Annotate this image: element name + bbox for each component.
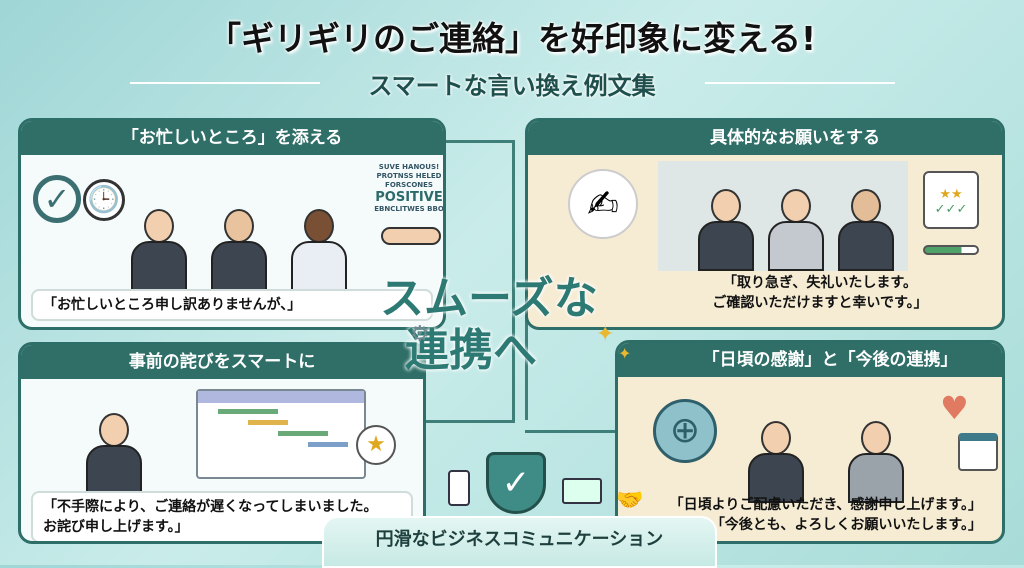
panel-heading: 事前の詫びをスマートに (21, 345, 423, 379)
calendar-icon (958, 433, 998, 471)
connector-line (512, 140, 515, 420)
gear-icon: ⚙ (410, 322, 430, 347)
panel-gratitude: 「日頃の感謝」と「今後の連携」 ⊕ ♥ 「日頃よりご配慮いただき、感謝申し上げま… (615, 340, 1005, 544)
smartphone-icon (448, 470, 470, 506)
example-quote: 「お忙しいところ申し訳ありませんが、」 (31, 289, 433, 321)
main-title: 「ギリギリのご連絡」を好印象に変える! (207, 19, 817, 58)
connector-line (425, 420, 515, 423)
shield-check-icon: ✓ (486, 452, 546, 514)
panel-busy-phrase: 「お忙しいところ」を添える ✓ 🕒 SUVE HANOUS! PROTNSS H… (18, 118, 446, 330)
thinking-woman-illustration (66, 385, 166, 495)
positive-word-cloud: SUVE HANOUS! PROTNSS HELED FORSCONES POS… (374, 163, 444, 213)
example-quote: 「不手際により、ご連絡が遅くなってしまいました。お詫び申し上げます。」 (31, 491, 413, 541)
check-icon: ✓ (33, 175, 81, 223)
panel-heading: 「お忙しいところ」を添える (21, 121, 443, 155)
bottom-banner: 円滑なビジネスコミュニケーション (322, 516, 717, 568)
center-text-line1: スムーズな (380, 273, 598, 324)
panel-heading: 具体的なお願いをする (528, 121, 1002, 155)
gantt-chart-illustration (196, 389, 366, 479)
subtitle: スマートな言い換え例文集 (368, 72, 656, 100)
example-quote: 「取り急ぎ、失礼いたします。ご確認いただけますと幸いです。」 (712, 275, 928, 311)
divider-left (130, 82, 320, 84)
connector-line (445, 140, 515, 143)
divider-right (705, 82, 895, 84)
laptop-icon (562, 478, 602, 504)
sparkle-icon: ✦ (596, 322, 615, 347)
meeting-illustration (658, 161, 908, 271)
globe-network-icon: ⊕ (653, 399, 717, 463)
panel-apology: 事前の詫びをスマートに ★ 「不手際により、ご連絡が遅くなってしまいました。お詫… (18, 342, 426, 544)
business-people-illustration (121, 161, 371, 291)
pen-hand-icon: ✍ (568, 169, 638, 239)
panel-specific-request: 具体的なお願いをする ✍ ★★✓✓✓ 「取り急ぎ、失礼いたします。ご確認いただけ… (525, 118, 1005, 330)
example-quote: 「日頃よりご配慮いただき、感謝申し上げます。」「今後とも、よろしくお願いいたしま… (669, 497, 982, 533)
progress-bar (923, 245, 979, 255)
panel-heading: 「日頃の感謝」と「今後の連携」 (618, 343, 1002, 377)
connector-line (525, 430, 620, 433)
clock-icon: 🕒 (83, 179, 125, 221)
center-text-line2: 連携へ (405, 325, 537, 376)
calendar-checklist-icon: ★★✓✓✓ (923, 171, 979, 229)
handshake-icon: 🤝 (616, 488, 644, 513)
star-bubble-icon: ★ (356, 425, 396, 465)
high-five-illustration (728, 383, 918, 503)
heart-handshake-icon: ♥ (940, 389, 969, 427)
open-hand-icon (381, 227, 441, 245)
sparkle-icon: ✦ (618, 344, 632, 363)
